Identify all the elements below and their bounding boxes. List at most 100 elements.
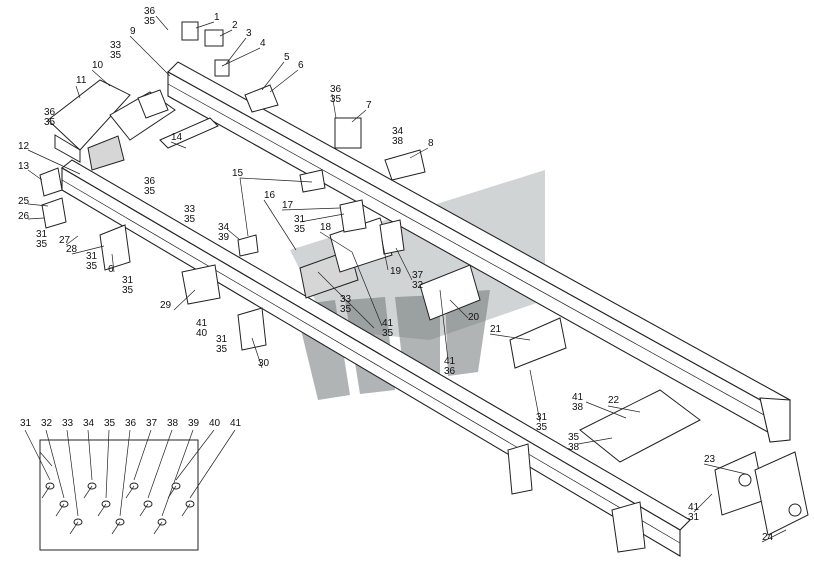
leader-line [439, 289, 449, 361]
callout-c5: 5 [284, 52, 290, 63]
cross-members [159, 117, 701, 463]
leader-line [395, 247, 413, 281]
fastener-leader [133, 429, 152, 481]
leader-line [577, 437, 613, 445]
leader-line [529, 369, 541, 423]
callout-c9: 9 [130, 26, 136, 37]
leader-line [239, 177, 313, 183]
fastener-label-32: 32 [41, 418, 53, 429]
callout-c13: 13 [18, 161, 30, 172]
fastener-label-36: 36 [125, 418, 137, 429]
fastener-leader [147, 429, 173, 499]
fastener-label-41: 41 [230, 418, 242, 429]
fastener-leader [87, 429, 93, 481]
leader-line [27, 149, 81, 175]
leader-line [227, 229, 241, 241]
fastener-leader [24, 429, 51, 481]
callout-c18: 18 [320, 222, 332, 233]
callout-c3: 3 [246, 28, 252, 39]
fastener-leader [105, 429, 110, 499]
leader-line [351, 251, 383, 327]
leader-line [351, 109, 367, 123]
callout-c21: 21 [490, 324, 502, 335]
callout-c29: 29 [160, 300, 172, 311]
callout-c23: 23 [704, 454, 716, 465]
fastener-icon-32 [59, 500, 69, 508]
leader-line [607, 405, 641, 413]
leader-line [239, 177, 249, 237]
leader-line [155, 15, 169, 31]
fastener-leader [175, 429, 215, 481]
fastener-shank [111, 521, 121, 535]
fastener-leader [66, 429, 79, 517]
callout-c17: 17 [282, 200, 294, 211]
fastener-label-40: 40 [209, 418, 221, 429]
leader-line [129, 35, 171, 77]
callout-c1: 1 [214, 12, 220, 23]
leader-lines [27, 15, 787, 543]
leader-line [317, 271, 375, 329]
leader-line [111, 253, 115, 273]
leader-line [251, 337, 263, 369]
callout-c12: 12 [18, 141, 30, 152]
callout-c14: 14 [171, 132, 183, 143]
callout-c7: 7 [366, 100, 372, 111]
leader-line [299, 213, 345, 223]
leader-line [381, 239, 389, 271]
fastener-label-33: 33 [62, 418, 74, 429]
leader-line [91, 69, 111, 87]
fastener-label-37: 37 [146, 418, 158, 429]
fastener-shank [153, 521, 163, 535]
callout-c11: 11 [76, 75, 87, 86]
leader-line [39, 451, 53, 467]
leader-line [761, 529, 787, 543]
leader-line [331, 93, 337, 119]
leader-line [263, 199, 297, 251]
callout-c8: 8 [428, 138, 434, 149]
callout-c2: 2 [232, 20, 238, 31]
leader-line [27, 169, 43, 181]
callout-c6b: 6 [108, 264, 114, 275]
fastener-inset [39, 439, 199, 551]
fastener-shank [69, 521, 79, 535]
callout-c27: 27 [59, 235, 71, 246]
fastener-shank [55, 503, 65, 517]
callout-c16: 16 [264, 190, 276, 201]
right-side-member [167, 61, 791, 443]
callout-c6: 6 [298, 60, 304, 71]
leader-line [195, 21, 215, 29]
leader-line [225, 37, 247, 65]
brackets [39, 21, 646, 553]
leader-line [703, 463, 747, 475]
callout-c19: 19 [390, 266, 402, 277]
fastener-label-34: 34 [83, 418, 95, 429]
fastener-shank [139, 503, 149, 517]
leader-line [449, 299, 469, 319]
callout-labels: 1234567891011121314151617181920212223242… [18, 6, 774, 543]
leader-line [261, 61, 285, 91]
fastener-label-38: 38 [167, 418, 179, 429]
callout-c22: 22 [608, 395, 620, 406]
leader-line [409, 147, 429, 159]
leader-line [489, 333, 531, 341]
leader-line [71, 245, 105, 255]
front-bumper [47, 79, 176, 171]
leader-line [269, 69, 299, 93]
fastener-leader [45, 429, 65, 499]
leader-line [319, 231, 353, 253]
callout-c24: 24 [762, 532, 774, 543]
